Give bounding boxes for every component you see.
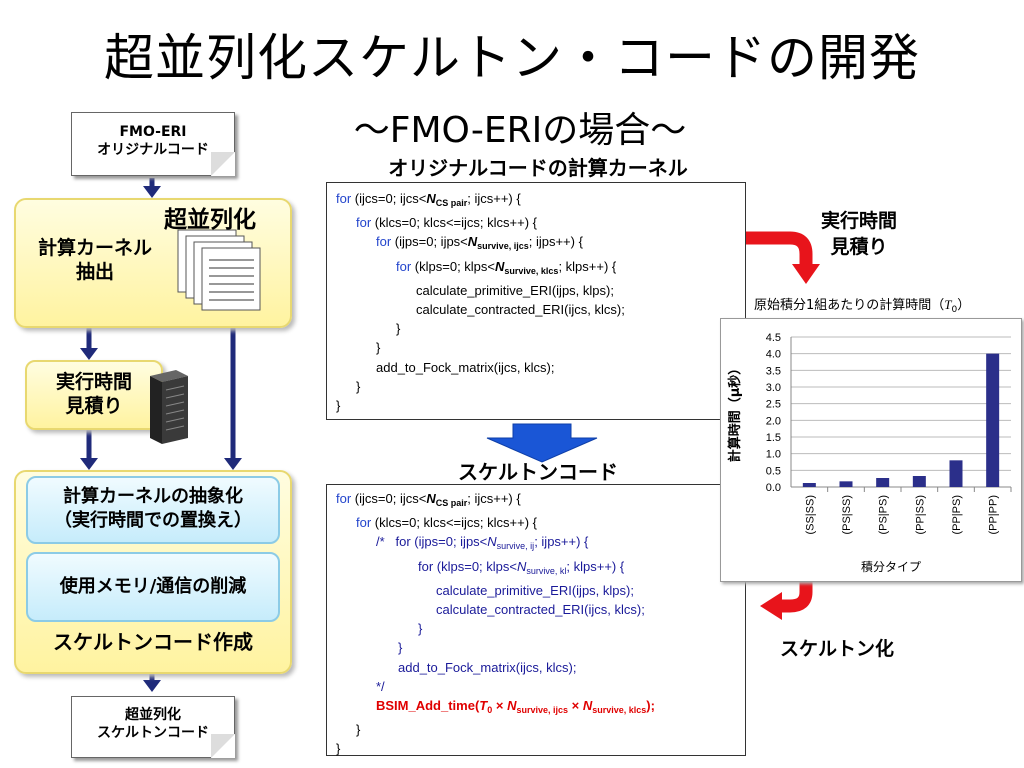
orig-line-5: calculate_primitive_ERI(ijps, klps); [416,282,614,298]
skeleton-code-block: for (ijcs=0; ijcs<NCS pair; ijcs++) { fo… [326,484,746,756]
doc-bottom-line-1: 超並列化 [125,707,181,723]
time-estimate-label: 実行時間 見積り [804,208,914,260]
skel-line-12: } [356,722,361,738]
skel-line-5: calculate_primitive_ERI(ijps, klps); [436,582,634,598]
original-kernel-heading: オリジナルコードの計算カーネル [388,156,688,180]
red-arrow-skeletonize [778,572,813,613]
skeletonize-label: スケルトン化 [780,638,895,660]
original-code-block: for (ijcs=0; ijcs<NCS pair; ijcs++) { fo… [326,182,746,420]
orig-line-3: for (ijps=0; ijps<Nsurvive, ijcs; ijps++… [376,234,583,252]
blue-down-arrow [486,423,598,463]
y-tick-label: 0.5 [766,465,781,477]
x-axis-label: 積分タイプ [861,559,921,574]
x-tick-label: (PP|SS) [914,495,926,535]
chart-caption: 原始積分1組あたりの計算時間（T0） [754,297,971,315]
time-estimate-label-line-1: 実行時間 [820,210,897,232]
arrowhead-doc-to-group [143,186,161,198]
y-tick-label: 1.5 [766,432,781,444]
time-estimate-box: 実行時間 見積り [25,360,163,430]
x-tick-label: (PP|PS) [951,495,963,535]
kernel-abstraction-box: 計算カーネルの抽象化 （実行時間での置換え） [26,476,280,544]
y-tick-label: 3.5 [766,365,781,377]
orig-line-8: } [376,340,381,356]
parallelization-title: 超並列化 [164,207,256,233]
skel-line-1: for (ijcs=0; ijcs<NCS pair; ijcs++) { [336,491,521,508]
time-estimate-label-line-2: 見積り [830,236,888,258]
bar [802,483,816,487]
red-arrow-time-estimate [735,231,813,268]
skel-line-13: } [336,741,341,757]
doc-bottom-fold-icon [211,734,235,758]
y-tick-label: 0.0 [766,482,781,494]
x-tick-label: (PP|PP) [988,495,1000,535]
doc-fold-icon [211,152,235,176]
skel-line-9: add_to_Fock_matrix(ijcs, klcs); [398,659,577,675]
skel-line-7: } [418,621,423,637]
skel-line-2: for (klcs=0; klcs<=ijcs; klcs++) { [356,515,537,531]
skel-line-6: calculate_contracted_ERI(ijcs, klcs); [436,602,645,618]
memory-reduction-box: 使用メモリ/通信の削減 [26,552,280,622]
orig-line-1: for (ijcs=0; ijcs<NCS pair; ijcs++) { [336,191,521,208]
arrowhead-kernel-down [224,458,242,470]
y-tick-label: 2.0 [766,415,781,427]
kernel-abstraction-line-2: （実行時間での置換え） [54,510,252,531]
red-arrowhead-time-estimate [792,264,820,284]
stacked-pages-icon [176,228,276,318]
kernel-extract-line-1: 計算カーネル [37,237,152,259]
skel-line-4: for (klps=0; klps<Nsurvive, kl; klps++) … [418,558,625,576]
bar [876,478,890,487]
y-axis-label: 計算時間（μ秒） [727,362,743,463]
orig-line-6: calculate_contracted_ERI(ijcs, klcs); [416,302,625,318]
original-code-doc: FMO-ERI オリジナルコード [71,112,235,176]
skel-line-bsim: BSIM_Add_time(T0 × Nsurvive, ijcs × Nsur… [376,698,655,716]
x-tick-label: (PS|PS) [878,495,890,535]
skel-line-3: /* for (ijps=0; ijps<Nsurvive, ij; ijps+… [376,534,589,552]
arrowhead-to-time [80,348,98,360]
orig-line-7: } [396,321,401,337]
time-estimate-line-2: 見積り [65,395,123,417]
kernel-abstraction-line-1: 計算カーネルの抽象化 [63,486,243,507]
x-tick-label: (PS|SS) [841,495,853,535]
bar [949,460,963,487]
bar [839,481,853,487]
arrowhead-to-doc-bottom [143,680,161,692]
server-icon [146,368,190,446]
chart-panel: 0.0 0.5 1.0 1.5 2.0 2.5 3.0 3.5 4.0 4.5 (SS|SS) (PS… [720,318,1022,582]
page-title: 超並列化スケルトン・コードの開発 [104,29,920,87]
page-subtitle: ～FMO-ERIの場合～ [353,110,687,151]
skel-line-10: */ [376,678,385,694]
orig-line-11: } [336,398,341,414]
arrowhead-time-down [80,458,98,470]
bar [912,476,926,487]
skeleton-code-doc: 超並列化 スケルトンコード [71,696,235,758]
time-estimate-line-1: 実行時間 [55,371,132,393]
y-tick-label: 3.0 [766,382,781,394]
skeleton-creation-title: スケルトンコード作成 [53,630,253,654]
kernel-extract-line-2: 抽出 [75,261,114,283]
bar [986,353,1000,487]
red-arrowhead-skeletonize [760,592,782,620]
skel-line-8: } [398,640,403,656]
y-tick-label: 4.5 [766,332,781,344]
kernel-extract-label: 計算カーネル 抽出 [30,236,160,284]
x-tick-label: (SS|SS) [804,495,816,535]
orig-line-4: for (klps=0; klps<Nsurvive, klcs; klps++… [396,258,617,276]
orig-line-9: add_to_Fock_matrix(ijcs, klcs); [376,359,555,375]
orig-line-10: } [356,378,361,394]
y-tick-label: 4.0 [766,349,781,361]
memory-reduction-label: 使用メモリ/通信の削減 [59,576,247,597]
doc-line-1: FMO-ERI [119,124,187,140]
doc-bottom-line-2: スケルトンコード [97,725,209,741]
y-tick-label: 1.0 [766,449,781,461]
y-tick-label: 2.5 [766,399,781,411]
skeleton-code-heading: スケルトンコード [458,460,618,484]
doc-line-2: オリジナルコード [97,142,209,158]
integral-time-chart: 0.0 0.5 1.0 1.5 2.0 2.5 3.0 3.5 4.0 4.5 (SS|SS) (PS… [727,332,1012,574]
orig-line-2: for (klcs=0; klcs<=ijcs; klcs++) { [356,215,537,231]
